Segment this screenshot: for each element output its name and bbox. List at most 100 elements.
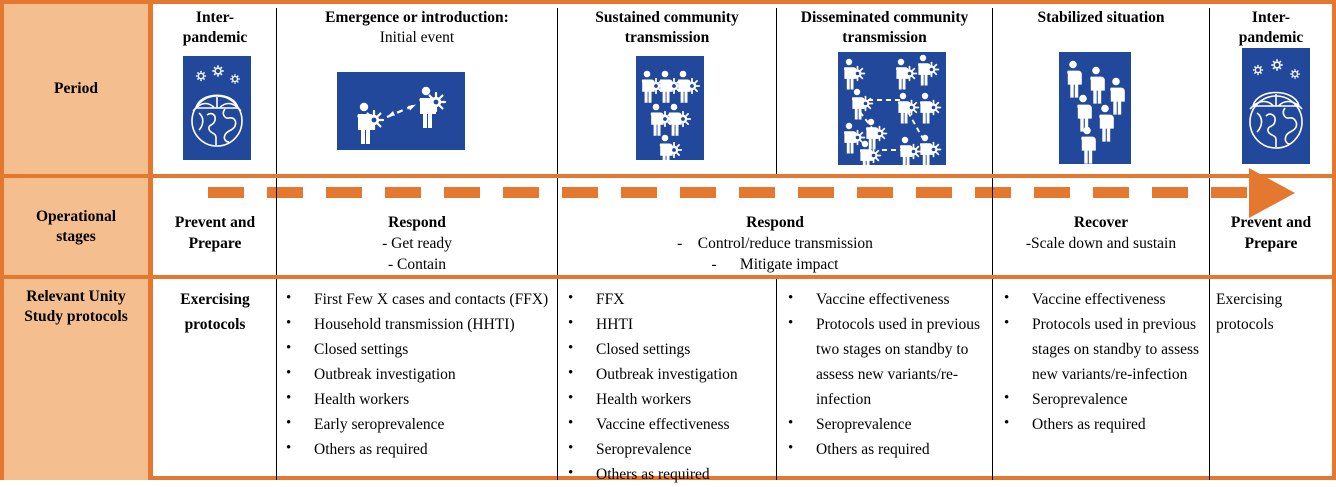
umbrella-globe-icon <box>183 56 251 160</box>
timeline-arrow-head-icon <box>1249 168 1295 218</box>
row-label-period: Period <box>4 4 148 174</box>
period-title-0-line1: Inter- <box>195 9 235 26</box>
period-cell-4: Stabilized situation <box>993 4 1209 174</box>
timeline-dash-6 <box>562 187 598 198</box>
list-item: First Few X cases and contacts (FFX) <box>280 286 552 312</box>
two-people-transmission-icon <box>337 72 465 150</box>
divider-period-3 <box>776 8 777 174</box>
divider-op-2 <box>557 178 558 275</box>
list-item: HHTI <box>562 311 772 337</box>
op-stage-3-bullet-0: -Scale down and sustain <box>1025 235 1177 252</box>
row-label-operational-text: Operational stages <box>35 207 117 245</box>
list-item: Others as required <box>562 461 772 487</box>
list-item: Health workers <box>562 386 772 412</box>
divider-protocols-5 <box>1209 279 1210 480</box>
list-item: Vaccine effectiveness <box>562 411 772 437</box>
separator-op-protocols <box>4 275 1336 279</box>
protocol-list-3: Vaccine effectiveness Protocols used in … <box>782 286 988 462</box>
op-stage-3: Recover -Scale down and sustain <box>993 212 1209 254</box>
period-title-0-line2: pandemic <box>182 29 248 46</box>
row-label-period-text: Period <box>54 80 98 97</box>
list-item: Closed settings <box>562 336 772 362</box>
divider-protocols-3 <box>776 279 777 480</box>
list-item: Household transmission (HHTI) <box>280 311 552 337</box>
list-item: Seroprevalence <box>782 411 988 437</box>
list-item: Seroprevalence <box>998 386 1206 412</box>
list-item: Early seroprevalence <box>280 411 552 437</box>
period-title-1-line1: Emergence or introduction: <box>325 9 509 26</box>
protocol-col-0-text: Exercising protocols <box>180 291 250 333</box>
op-stage-1: Respond - Get ready - Contain <box>277 212 557 275</box>
divider-op-1 <box>276 178 277 275</box>
op-stage-3-heading: Recover <box>1073 214 1129 231</box>
protocol-col-5-text: Exercising protocols <box>1216 291 1283 333</box>
protocol-list-1: First Few X cases and contacts (FFX) Hou… <box>280 286 552 462</box>
op-stage-1-bullet-0: - Get ready <box>382 235 452 252</box>
timeline-dash-5 <box>503 187 539 198</box>
timeline-dash-14 <box>1034 187 1070 198</box>
timeline-dash-16 <box>1152 187 1188 198</box>
period-title-2-line2: transmission <box>624 29 710 46</box>
list-item: Outbreak investigation <box>562 361 772 387</box>
list-item: Health workers <box>280 386 552 412</box>
divider-protocols-4 <box>992 279 993 480</box>
label-column-right-edge <box>148 4 153 476</box>
op-stage-4-heading: Prevent and Prepare <box>1230 214 1312 252</box>
timeline-dash-0 <box>208 187 244 198</box>
divider-period-5 <box>1209 8 1210 174</box>
timeline-dash-9 <box>739 187 775 198</box>
timeline-dash-1 <box>267 187 303 198</box>
op-stage-0: Prevent and Prepare <box>154 212 276 254</box>
period-cell-2: Sustained community transmission <box>558 4 776 174</box>
six-healthy-people-icon <box>1059 52 1131 164</box>
timeline-dash-3 <box>385 187 421 198</box>
divider-protocols-2 <box>557 279 558 480</box>
protocol-list-2: FFX HHTI Closed settings Outbreak invest… <box>562 286 772 487</box>
umbrella-globe-icon-2 <box>1242 48 1310 164</box>
period-title-4-line1: Stabilized situation <box>1037 9 1165 26</box>
list-item: Vaccine effectiveness <box>782 286 988 312</box>
period-cell-0: Inter- pandemic <box>154 4 276 174</box>
period-subtitle-1: Initial event <box>379 29 455 46</box>
row-label-operational: Operational stages <box>4 178 148 275</box>
period-title-2-line1: Sustained community <box>595 9 739 26</box>
timeline-dash-15 <box>1093 187 1129 198</box>
timeline-dash-8 <box>680 187 716 198</box>
timeline-dash-10 <box>798 187 834 198</box>
op-stage-4: Prevent and Prepare <box>1210 212 1332 254</box>
period-cell-5: Inter- pandemic <box>1210 4 1332 174</box>
list-item: Outbreak investigation <box>280 361 552 387</box>
timeline-dash-12 <box>916 187 952 198</box>
divider-period-1 <box>276 8 277 174</box>
list-item: Others as required <box>998 411 1206 437</box>
timeline-dash-17 <box>1211 187 1247 198</box>
op-stage-2-bullet-0: - Control/reduce transmission <box>677 235 873 252</box>
divider-period-4 <box>992 8 993 174</box>
op-stage-2-heading: Respond <box>746 214 804 231</box>
list-item: Others as required <box>782 436 988 462</box>
timeline-dash-2 <box>326 187 362 198</box>
list-item: Vaccine effectiveness <box>998 286 1206 312</box>
list-item: Seroprevalence <box>562 436 772 462</box>
list-item: Protocols used in previous stages on sta… <box>998 311 1206 387</box>
network-infected-people-icon <box>838 52 946 165</box>
row-label-protocols-text: Relevant Unity Study protocols <box>24 288 128 325</box>
list-item: Closed settings <box>280 336 552 362</box>
period-title-3-line1: Disseminated community <box>800 9 969 26</box>
divider-protocols-1 <box>276 279 277 480</box>
op-stage-1-heading: Respond <box>388 214 446 231</box>
list-item: Others as required <box>280 436 552 462</box>
period-title-5-line1: Inter- <box>1251 9 1291 26</box>
period-title-3-line2: transmission <box>842 29 927 46</box>
op-stage-0-heading: Prevent and Prepare <box>174 214 256 252</box>
divider-period-2 <box>557 8 558 174</box>
op-stage-1-bullet-1: - Contain <box>387 256 447 273</box>
timeline-dash-13 <box>975 187 1011 198</box>
timeline-dash-4 <box>444 187 480 198</box>
timeline-dash-7 <box>621 187 657 198</box>
protocol-list-4: Vaccine effectiveness Protocols used in … <box>998 286 1206 437</box>
list-item: FFX <box>562 286 772 312</box>
period-title-5-line2: pandemic <box>1238 29 1304 46</box>
six-infected-people-icon <box>636 56 704 160</box>
